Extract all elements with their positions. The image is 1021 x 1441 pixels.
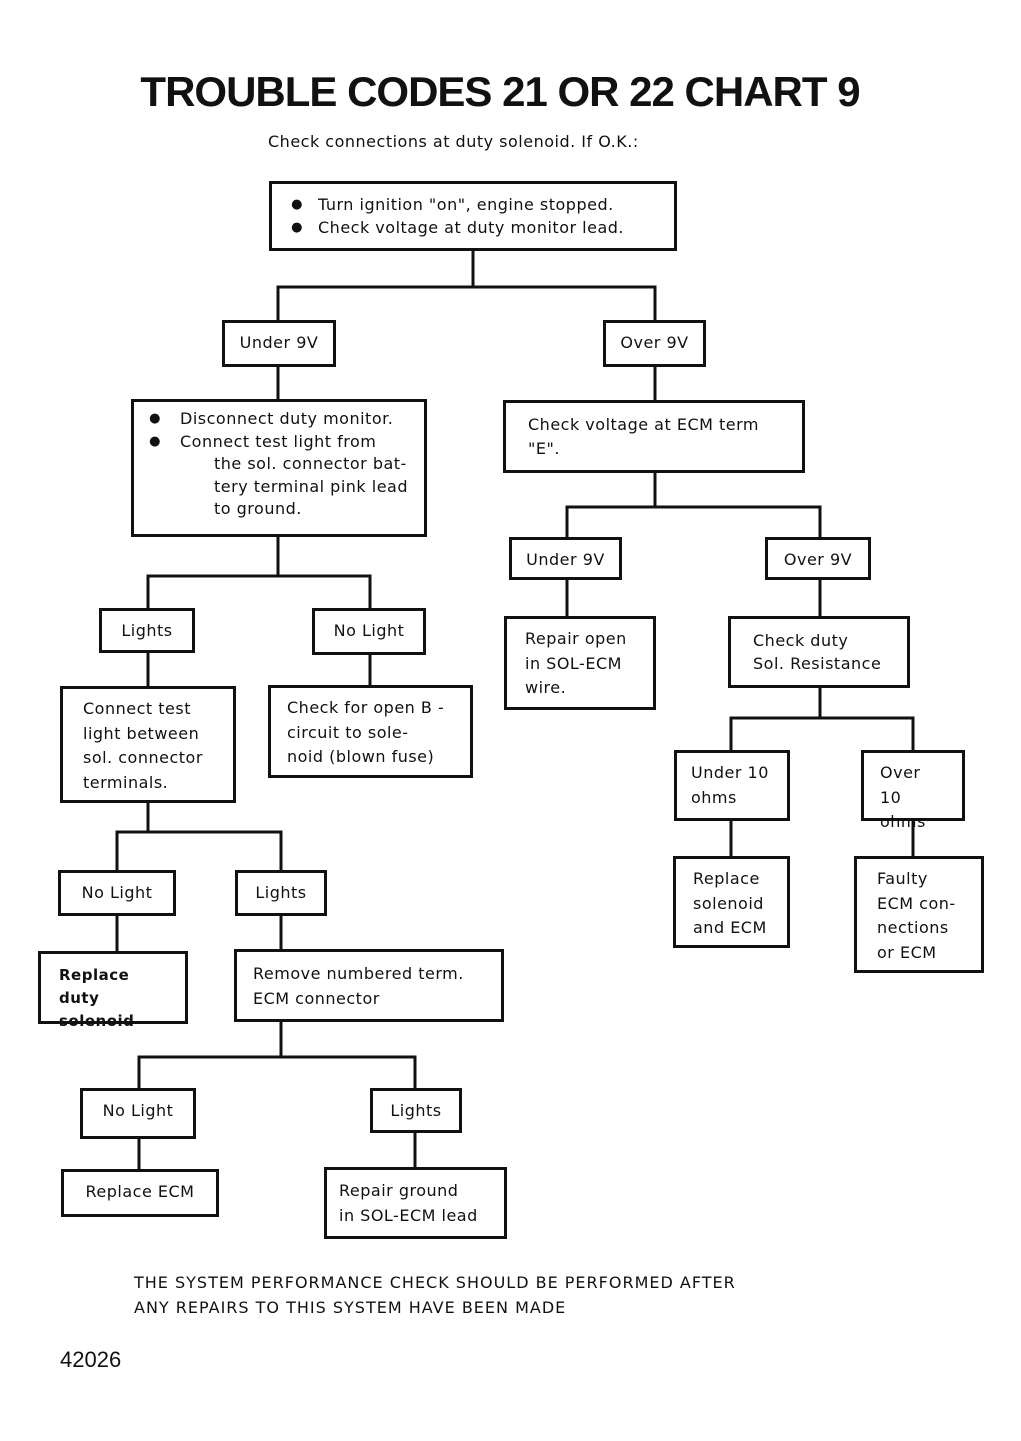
faulty-ecm-line-2: ECM con- (877, 893, 956, 913)
remove-term-line-1: Remove numbered term. (253, 964, 464, 983)
lights-a-box: Lights (99, 608, 195, 653)
lights-b-label: Lights (255, 883, 307, 902)
repair-ground-line-1: Repair ground (339, 1181, 459, 1200)
check-duty-line-2: Sol. Resistance (753, 654, 882, 673)
replace-ecm-box: Replace ECM (61, 1169, 219, 1217)
note-line-1: THE SYSTEM PERFORMANCE CHECK SHOULD BE P… (134, 1273, 736, 1292)
bullet-icon: ● (149, 433, 161, 449)
disconnect-line-4: tery terminal pink lead (214, 476, 409, 496)
over-9v-b-box: Over 9V (765, 537, 871, 580)
system-check-note: THE SYSTEM PERFORMANCE CHECK SHOULD BE P… (134, 1270, 736, 1320)
replace-sol-ecm-line-3: and ECM (693, 918, 767, 937)
over-10-ohms-box: Over 10 ohms (861, 750, 965, 831)
connector-disconnect-branch (146, 574, 372, 610)
check-open-circuit-box: Check for open B - circuit to sole- noid… (268, 685, 473, 778)
remove-term-line-2: ECM connector (253, 988, 380, 1008)
faulty-ecm-line-4: or ECM (877, 942, 937, 962)
connect-test-line-4: terminals. (83, 772, 169, 792)
faulty-ecm-line-3: nections (877, 918, 949, 937)
connect-test-line-3: sol. connector (83, 748, 203, 767)
no-light-c-box: No Light (80, 1088, 196, 1139)
under-10-line-1: Under 10 (691, 763, 769, 782)
repair-open-wire-box: Repair open in SOL-ECM wire. (504, 616, 656, 710)
over-10-line-2: ohms (880, 812, 926, 831)
check-ecm-line-1: Check voltage at ECM term (528, 415, 760, 434)
under-10-line-2: ohms (691, 787, 737, 807)
replace-duty-solenoid-box: Replace duty solenoid (38, 951, 188, 1030)
start-bullet-1: Turn ignition "on", engine stopped. (318, 195, 614, 214)
start-step-box: ● Turn ignition "on", engine stopped. ● … (269, 181, 677, 251)
check-duty-resistance-box: Check duty Sol. Resistance (728, 616, 910, 688)
disconnect-bullet-1: Disconnect duty monitor. (180, 409, 394, 428)
connector-check-ecm-branch (565, 505, 822, 539)
replace-solenoid-ecm-box: Replace solenoid and ECM (673, 856, 790, 948)
replace-ecm-label: Replace ECM (85, 1182, 195, 1201)
repair-ground-line-2: in SOL-ECM lead (339, 1205, 478, 1225)
under-9v-box: Under 9V (222, 320, 336, 367)
repair-open-line-3: wire. (525, 678, 567, 697)
no-light-b-box: No Light (58, 870, 176, 916)
disconnect-line-3: the sol. connector bat- (214, 454, 407, 473)
bullet-icon: ● (291, 220, 303, 235)
check-open-line-1: Check for open B - (287, 698, 445, 717)
connector-check-duty-branch (729, 716, 915, 752)
no-light-a-box: No Light (312, 608, 426, 655)
over-10-line-1: Over 10 (880, 763, 921, 807)
connect-test-line-2: light between (83, 723, 200, 743)
over-9v-b-label: Over 9V (783, 550, 853, 569)
chart-title: TROUBLE CODES 21 OR 22 CHART 9 (140, 68, 860, 115)
over-9v-label: Over 9V (620, 333, 689, 352)
repair-ground-box: Repair ground in SOL-ECM lead (324, 1167, 507, 1239)
no-light-a-label: No Light (333, 621, 405, 640)
connect-test-light-box: Connect test light between sol. connecto… (60, 686, 236, 803)
disconnect-line-5: to ground. (214, 499, 302, 518)
replace-duty-line-2: solenoid (59, 1012, 135, 1030)
remove-terminal-box: Remove numbered term. ECM connector (234, 949, 504, 1022)
check-ecm-voltage-box: Check voltage at ECM term "E". (503, 400, 805, 473)
check-open-line-2: circuit to sole- (287, 722, 409, 742)
no-light-c-label: No Light (102, 1101, 174, 1120)
under-9v-label: Under 9V (239, 333, 319, 352)
lights-b-box: Lights (235, 870, 327, 916)
under-10-ohms-box: Under 10 ohms (674, 750, 790, 821)
note-line-2: ANY REPAIRS TO THIS SYSTEM HAVE BEEN MAD… (134, 1298, 567, 1317)
connector-connect-test-branch (115, 830, 283, 872)
faulty-ecm-line-1: Faulty (877, 869, 928, 888)
check-duty-line-1: Check duty (753, 631, 849, 650)
connector-start-branch (276, 285, 657, 322)
check-open-line-3: noid (blown fuse) (287, 747, 435, 766)
over-9v-box: Over 9V (603, 320, 706, 367)
bullet-icon: ● (149, 411, 161, 426)
connect-test-line-1: Connect test (83, 699, 191, 718)
connector-remove-term-branch (137, 1055, 417, 1090)
intro-instruction: Check connections at duty solenoid. If O… (268, 132, 639, 151)
lights-a-label: Lights (121, 621, 173, 640)
no-light-b-label: No Light (81, 883, 153, 902)
under-9v-b-label: Under 9V (526, 550, 605, 569)
replace-sol-ecm-line-1: Replace (693, 869, 760, 888)
replace-sol-ecm-line-2: solenoid (693, 893, 764, 913)
repair-open-line-2: in SOL-ECM (525, 653, 622, 673)
start-bullet-2: Check voltage at duty monitor lead. (318, 218, 624, 237)
repair-open-line-1: Repair open (525, 629, 627, 648)
under-9v-b-box: Under 9V (509, 537, 622, 580)
replace-duty-line-1: Replace duty (59, 966, 130, 1007)
figure-number: 42026 (60, 1347, 122, 1372)
check-ecm-line-2: "E". (528, 439, 560, 458)
lights-c-label: Lights (390, 1101, 442, 1120)
disconnect-bullet-2: Connect test light from (180, 431, 377, 451)
disconnect-step-box: ● Disconnect duty monitor. ● Connect tes… (131, 399, 427, 537)
faulty-ecm-box: Faulty ECM con- nections or ECM (854, 856, 984, 973)
lights-c-box: Lights (370, 1088, 462, 1133)
bullet-icon: ● (291, 197, 303, 212)
